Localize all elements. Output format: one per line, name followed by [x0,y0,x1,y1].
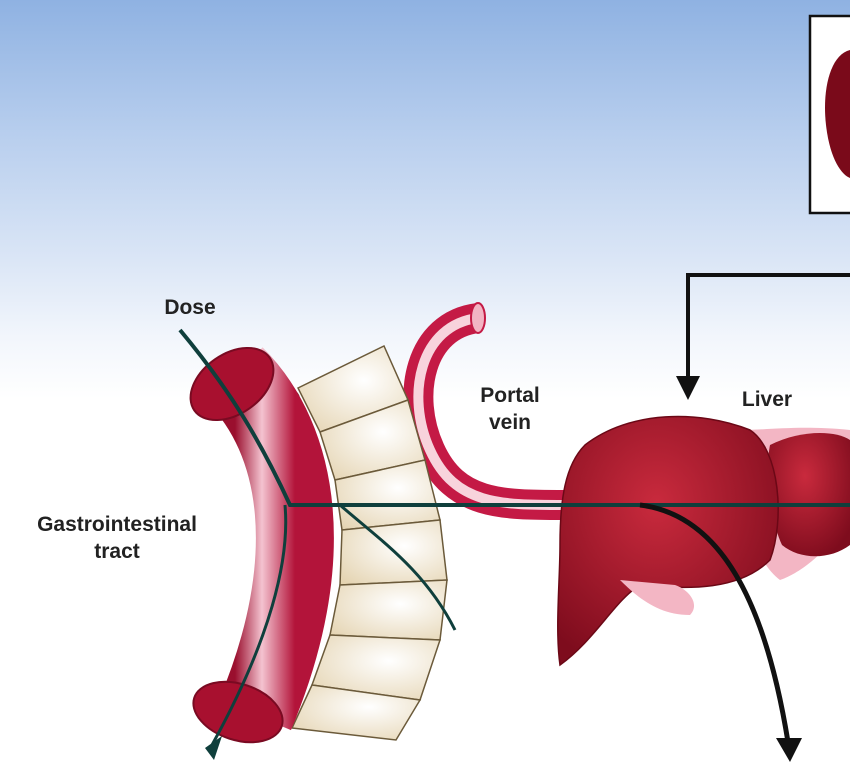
gastrointestinal-tube [189,346,334,744]
portal-vein-label: Portal vein [480,384,540,435]
heart-box [808,14,850,215]
systemic-return-arrow [676,273,850,400]
intestinal-villi [287,344,448,741]
liver-organ [557,415,850,667]
drug-path [178,328,850,760]
dose-label: Dose [164,296,216,319]
gastrointestinal-tract-label: Gastrointestinal tract [37,513,197,564]
liver-label: Liver [741,388,793,411]
metabolism-arrow [639,502,802,762]
